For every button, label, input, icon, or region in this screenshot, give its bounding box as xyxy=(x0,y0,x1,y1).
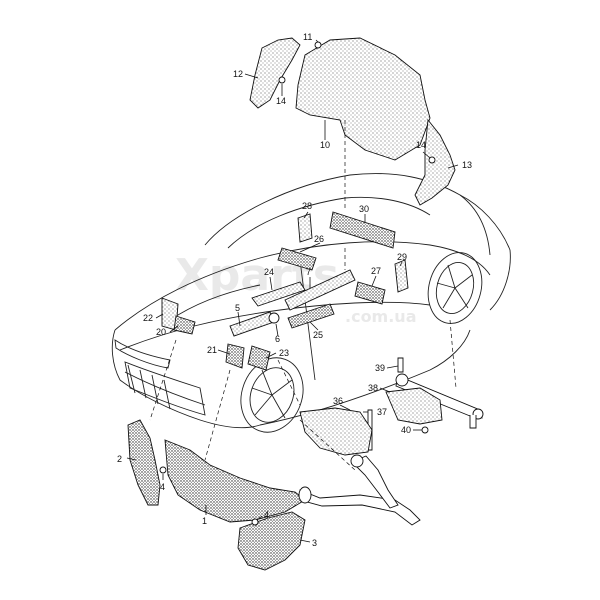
callout-10: 10 xyxy=(320,140,330,150)
part-27-panel xyxy=(354,281,386,305)
part-38-bracket xyxy=(385,387,443,425)
part-10-rear-underbody-panel xyxy=(295,37,431,161)
part-23-panel xyxy=(247,345,271,371)
callout-21: 21 xyxy=(207,345,217,355)
part-28-panel xyxy=(297,213,313,243)
callout-29: 29 xyxy=(397,252,407,262)
part-29-panel xyxy=(394,259,409,293)
dashed-connectors xyxy=(149,120,457,471)
part-30-center-tunnel-panel xyxy=(329,211,396,249)
watermark-sub: .com.ua xyxy=(345,307,417,326)
callout-14-right: 14 xyxy=(416,140,426,150)
part-4-nut-right xyxy=(251,518,259,526)
part-12-left-rear-cover xyxy=(249,37,301,109)
callout-36: 36 xyxy=(333,396,343,406)
callout-25: 25 xyxy=(313,330,323,340)
part-5-panel xyxy=(229,311,275,337)
part-4-nut-left xyxy=(159,466,167,474)
callout-28: 28 xyxy=(302,201,312,211)
callout-22: 22 xyxy=(143,313,153,323)
part-39-bolt xyxy=(397,357,404,373)
callout-30: 30 xyxy=(359,204,369,214)
part-1-front-underbody-panel xyxy=(164,439,306,523)
rear-wheel xyxy=(427,252,483,324)
part-24-panel xyxy=(251,281,306,307)
callout-5: 5 xyxy=(235,303,240,313)
callout-3: 3 xyxy=(312,538,317,548)
part-25-panel xyxy=(287,303,335,329)
part-36-cover xyxy=(299,407,373,456)
callout-26: 26 xyxy=(314,234,324,244)
rear-control-arm-assembly xyxy=(385,357,484,434)
callout-1: 1 xyxy=(202,516,207,526)
callout-14-left: 14 xyxy=(276,96,286,106)
callout-13: 13 xyxy=(462,160,472,170)
callout-27: 27 xyxy=(371,266,381,276)
part-14-nut-right xyxy=(428,156,436,164)
callout-24: 24 xyxy=(264,267,274,277)
part-2-left-front-cover xyxy=(127,419,161,506)
part-13-right-rear-cover xyxy=(414,118,456,206)
callout-6: 6 xyxy=(275,334,280,344)
callout-2: 2 xyxy=(117,454,122,464)
part-26-panel xyxy=(277,247,317,271)
part-6-grommet xyxy=(268,312,280,324)
part-7-panel xyxy=(284,269,356,311)
callout-labels: 1 2 3 4 4 5 6 7 10 11 12 13 14 14 20 21 … xyxy=(117,32,472,548)
callout-20: 20 xyxy=(156,327,166,337)
part-40-nut xyxy=(421,426,429,434)
callout-37: 37 xyxy=(377,407,387,417)
callout-12: 12 xyxy=(233,69,243,79)
callout-4-left: 4 xyxy=(160,482,165,492)
front-control-arm-assembly xyxy=(298,407,421,526)
front-wheel xyxy=(240,357,304,433)
callout-11: 11 xyxy=(303,32,312,42)
callout-4-right: 4 xyxy=(264,510,269,520)
callout-7: 7 xyxy=(306,267,311,277)
callout-38: 38 xyxy=(368,383,378,393)
part-14-nut-left xyxy=(278,76,286,84)
callout-23: 23 xyxy=(279,348,289,358)
part-3-right-front-cover xyxy=(237,511,306,571)
leader-lines xyxy=(126,39,459,543)
part-20-panel xyxy=(173,315,196,335)
part-21-panel xyxy=(225,343,245,369)
callout-40: 40 xyxy=(401,425,411,435)
part-11-nut xyxy=(314,41,322,49)
callout-39: 39 xyxy=(375,363,385,373)
